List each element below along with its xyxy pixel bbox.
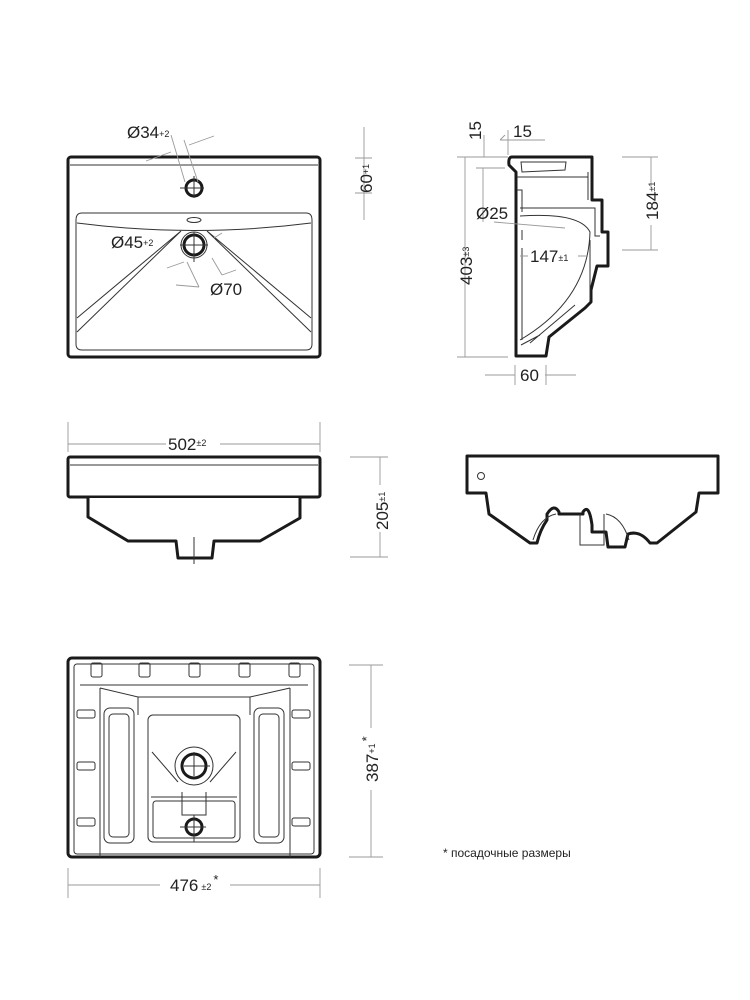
depth-tol: ±1 xyxy=(558,253,568,263)
bottom-depth-dim: 387 xyxy=(363,754,382,782)
bottom-depth-tol: +1 xyxy=(367,743,377,753)
tap-hole-dim: Ø34 xyxy=(127,123,159,142)
drain-tol: +2 xyxy=(143,238,153,248)
width-tol: ±2 xyxy=(196,438,206,448)
rim-depth-dim: 60 xyxy=(357,174,376,193)
top-view: Ø34+2 Ø45+2 Ø70 60+1 xyxy=(66,123,376,359)
depth-dim: 147 xyxy=(530,247,558,266)
bottom-width-tol: ±2 xyxy=(201,882,211,892)
svg-text:Ø45+2: Ø45+2 xyxy=(111,233,153,252)
svg-text:60+1: 60+1 xyxy=(357,164,376,193)
rear-height-tol: ±1 xyxy=(647,182,657,192)
drain-dim: Ø45 xyxy=(111,233,143,252)
drain-outer-dim: Ø70 xyxy=(210,280,242,299)
front-height-tol: ±1 xyxy=(377,492,387,502)
front-view: 502±2 205±1 xyxy=(66,422,392,564)
bottom-view: 387+1* 476±2* xyxy=(66,656,383,898)
bottom-width-mark: * xyxy=(213,872,218,887)
overflow-dim: Ø25 xyxy=(476,204,508,223)
wall-b-dim: 15 xyxy=(513,122,532,141)
svg-text:387+1*: 387+1 * xyxy=(359,736,382,782)
height-dim: 403 xyxy=(457,257,476,285)
basin-bowl xyxy=(75,212,313,351)
overflow-slot xyxy=(186,217,202,223)
wall-a-dim: 15 xyxy=(466,121,485,140)
rear-height-dim: 184 xyxy=(643,192,662,220)
svg-text:403±3: 403±3 xyxy=(457,247,476,285)
rear-view xyxy=(465,454,720,549)
svg-text:205±1: 205±1 xyxy=(373,492,392,530)
svg-text:184±1: 184±1 xyxy=(643,182,662,220)
side-view: 15 15 403±3 Ø25 147±1 184±1 60 xyxy=(457,121,662,385)
svg-text:Ø34+2: Ø34+2 xyxy=(127,123,169,142)
tap-hole-tol: +2 xyxy=(159,129,169,139)
bottom-width-dim: 60 xyxy=(520,366,539,385)
bottom-depth-mark: * xyxy=(359,736,374,741)
height-tol: ±3 xyxy=(461,247,471,257)
svg-text:502±2: 502±2 xyxy=(168,435,206,454)
svg-text:147±1: 147±1 xyxy=(530,247,568,266)
bottom-width-dim: 476 xyxy=(170,876,198,895)
width-dim: 502 xyxy=(168,435,196,454)
fitting-dimensions-note: * посадочные размеры xyxy=(443,846,571,860)
rim-depth-tol: +1 xyxy=(361,164,371,174)
svg-text:476±2*: 476±2* xyxy=(170,872,218,895)
front-height-dim: 205 xyxy=(373,502,392,530)
